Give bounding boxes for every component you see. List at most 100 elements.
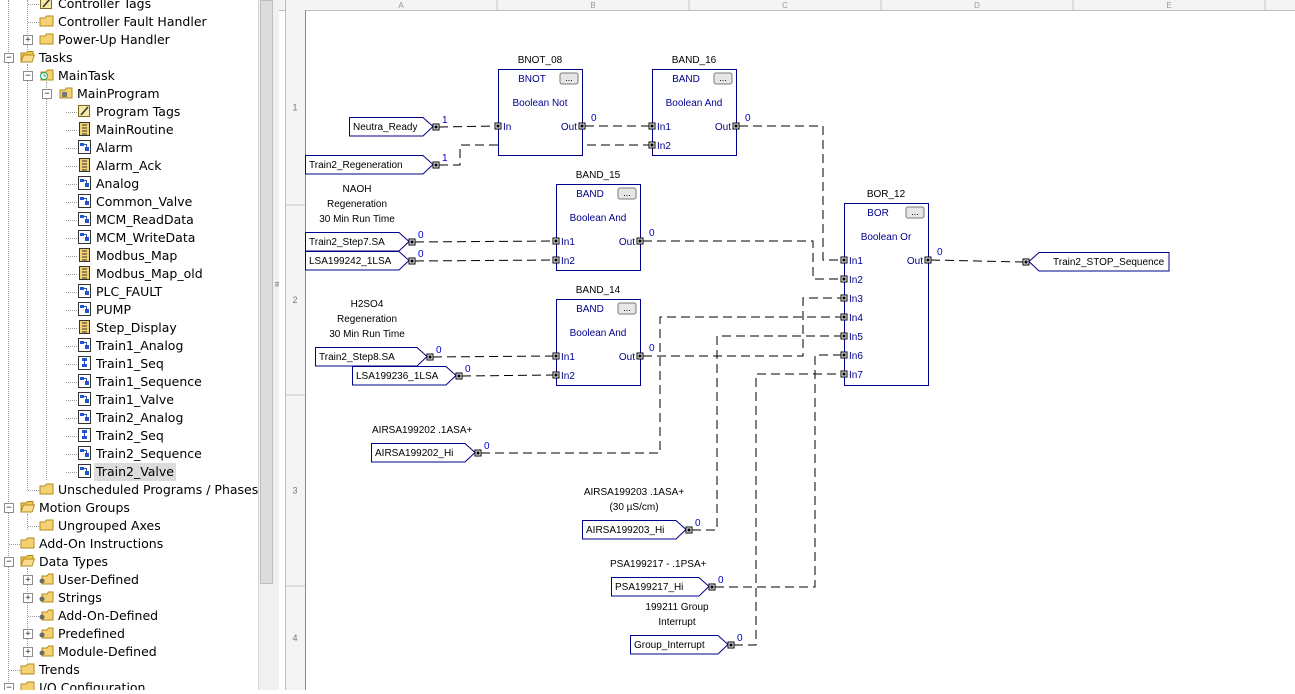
reference-frame[interactable] [305, 155, 434, 175]
expand-icon[interactable]: + [23, 629, 33, 639]
block-frame[interactable] [844, 203, 929, 386]
expand-icon[interactable]: + [23, 35, 33, 45]
input-reference-airsa199202-hi[interactable]: AIRSA199202_Hi0 [371, 441, 491, 463]
tree-item-mcm-writedata[interactable]: MCM_WriteData [0, 229, 258, 247]
tree-item-add-on-instructions[interactable]: Add-On Instructions [0, 535, 258, 553]
tree-item-power-up-handler[interactable]: +Power-Up Handler [0, 31, 258, 49]
tree-item-mcm-readdata[interactable]: MCM_ReadData [0, 211, 258, 229]
wire-connection[interactable] [739, 125, 841, 261]
collapse-icon[interactable]: − [4, 683, 14, 690]
pane-splitter[interactable]: ≡ [273, 0, 282, 690]
wire-connection[interactable] [439, 144, 649, 166]
wire-connection[interactable] [432, 355, 554, 358]
tree-item-train1-valve[interactable]: Train1_Valve [0, 391, 258, 409]
tree-item-pump[interactable]: PUMP [0, 301, 258, 319]
reference-frame[interactable] [371, 443, 476, 463]
tree-item-trends[interactable]: Trends [0, 661, 258, 679]
tree-item-add-on-defined[interactable]: Add-On-Defined [0, 607, 258, 625]
reference-frame[interactable] [349, 117, 434, 137]
reference-frame[interactable] [315, 347, 428, 367]
block-properties-button[interactable] [617, 187, 637, 200]
tree-item-train2-analog[interactable]: Train2_Analog [0, 409, 258, 427]
tree-item-train2-sequence[interactable]: Train2_Sequence [0, 445, 258, 463]
wire-connection[interactable] [734, 373, 841, 646]
tree-vertical-scrollbar[interactable] [258, 0, 273, 690]
reference-frame[interactable] [582, 520, 687, 540]
tree-item-tasks[interactable]: −Tasks [0, 49, 258, 67]
tree-item-train1-analog[interactable]: Train1_Analog [0, 337, 258, 355]
tree-item-motion-groups[interactable]: −Motion Groups [0, 499, 258, 517]
tree-item-mainroutine[interactable]: MainRoutine [0, 121, 258, 139]
tree-item-plc-fault[interactable]: PLC_FAULT [0, 283, 258, 301]
wire-connection[interactable] [930, 259, 1024, 263]
tree-item-train2-seq[interactable]: Train2_Seq [0, 427, 258, 445]
wire-connection[interactable] [414, 240, 554, 243]
collapse-icon[interactable]: − [4, 53, 14, 63]
tree-item-mainprogram[interactable]: −MainProgram [0, 85, 258, 103]
text-box-comment[interactable]: AIRSA199203 .1ASA+(30 µS/cm) [584, 487, 685, 513]
tree-item-step-display[interactable]: Step_Display [0, 319, 258, 337]
tree-item-train2-valve[interactable]: Train2_Valve [0, 463, 258, 481]
collapse-icon[interactable]: − [23, 71, 33, 81]
reference-frame[interactable] [630, 635, 729, 655]
collapse-icon[interactable]: − [4, 557, 14, 567]
reference-frame[interactable] [611, 577, 710, 597]
tree-item-ungrouped-axes[interactable]: Ungrouped Axes [0, 517, 258, 535]
input-reference-airsa199203-hi[interactable]: AIRSA199203_Hi0 [582, 518, 702, 540]
collapse-icon[interactable]: − [42, 89, 52, 99]
wire-connection[interactable] [715, 354, 841, 588]
expand-icon[interactable]: + [23, 575, 33, 585]
tree-item-i-o-configuration[interactable]: −I/O Configuration [0, 679, 258, 690]
wire-connection[interactable] [692, 335, 841, 531]
tree-item-program-tags[interactable]: Program Tags [0, 103, 258, 121]
wire-connection[interactable] [643, 240, 841, 280]
tree-item-alarm[interactable]: Alarm [0, 139, 258, 157]
text-box-comment[interactable]: AIRSA199202 .1ASA+ [372, 425, 473, 436]
reference-frame[interactable] [1028, 252, 1170, 272]
expand-icon[interactable]: + [23, 593, 33, 603]
output-reference-train2-stop-sequence[interactable]: Train2_STOP_Sequence [1022, 252, 1170, 272]
tree-item-unscheduled-programs-phases[interactable]: Unscheduled Programs / Phases [0, 481, 258, 499]
tree-item-train1-sequence[interactable]: Train1_Sequence [0, 373, 258, 391]
tree-item-modbus-map-old[interactable]: Modbus_Map_old [0, 265, 258, 283]
tree-item-user-defined[interactable]: +User-Defined [0, 571, 258, 589]
wire-connection[interactable] [481, 316, 841, 454]
wire-connection[interactable] [438, 125, 496, 128]
tree-item-modbus-map[interactable]: Modbus_Map [0, 247, 258, 265]
tree-item-maintask[interactable]: −MainTask [0, 67, 258, 85]
wire-connection[interactable] [414, 259, 554, 262]
text-box-comment[interactable]: PSA199217 - .1PSA+ [610, 559, 707, 570]
collapse-icon[interactable]: − [4, 503, 14, 513]
block-properties-button[interactable] [713, 72, 733, 85]
block-properties-button[interactable] [617, 302, 637, 315]
tree-item-common-valve[interactable]: Common_Valve [0, 193, 258, 211]
tree-item-strings[interactable]: +Strings [0, 589, 258, 607]
tree-item-controller-tags[interactable]: Controller Tags [0, 0, 258, 13]
block-properties-button[interactable] [905, 206, 925, 219]
reference-frame[interactable] [305, 232, 410, 252]
input-reference-train2-step8-sa[interactable]: Train2_Step8.SA0 [315, 345, 443, 367]
wire-connection[interactable] [643, 297, 841, 357]
tree-item-train1-seq[interactable]: Train1_Seq [0, 355, 258, 373]
reference-frame[interactable] [305, 251, 410, 271]
tree-item-analog[interactable]: Analog [0, 175, 258, 193]
tree-item-module-defined[interactable]: +Module-Defined [0, 643, 258, 661]
expand-icon[interactable]: + [23, 647, 33, 657]
wire-connection[interactable] [461, 374, 554, 377]
input-reference-train2-step7-sa[interactable]: Train2_Step7.SA0 [305, 230, 425, 252]
tree-item-predefined[interactable]: +Predefined [0, 625, 258, 643]
input-reference-psa199217-hi[interactable]: PSA199217_Hi0 [611, 575, 725, 597]
